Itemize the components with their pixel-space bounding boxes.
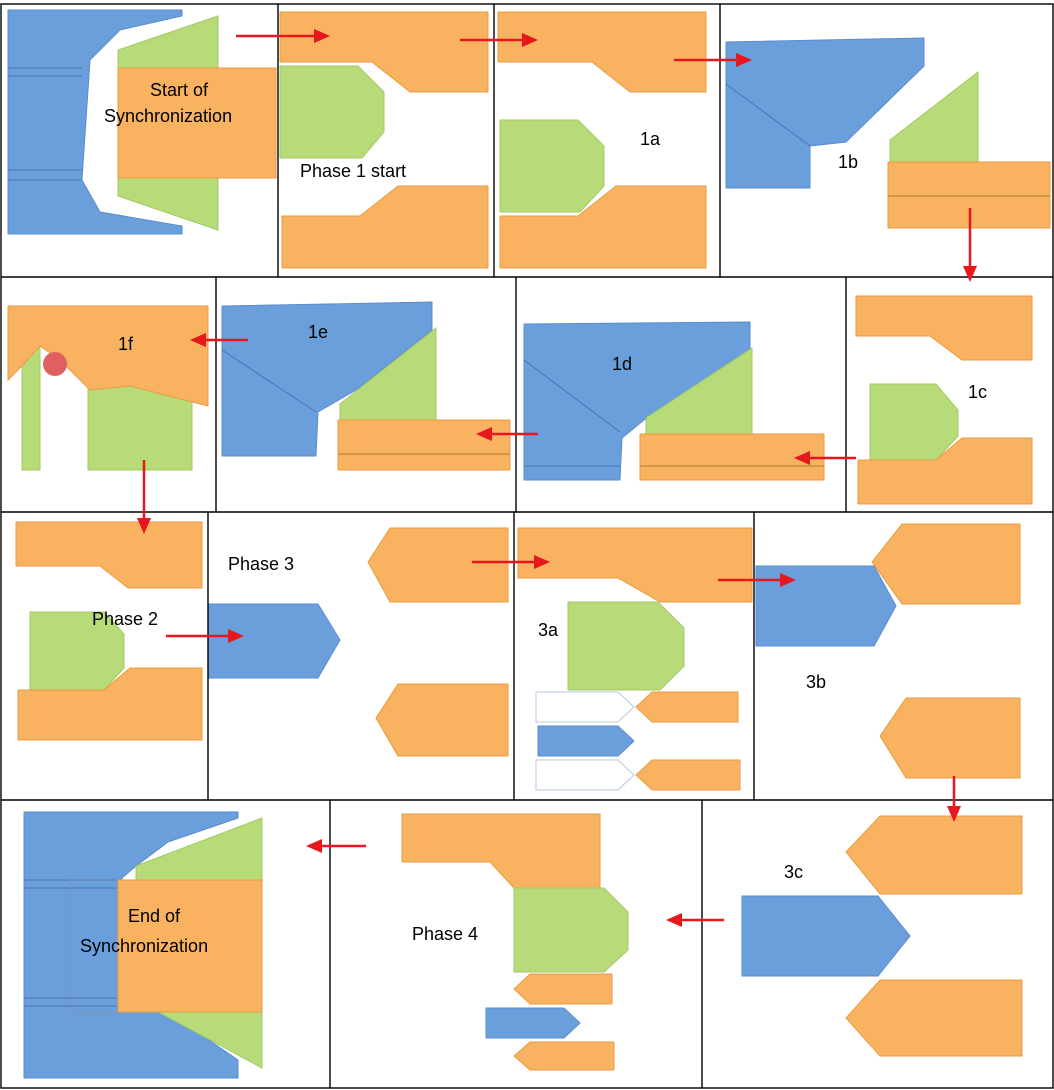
arrow-phase1-to-1a [460, 33, 538, 47]
panel-1c: 1c [855, 295, 1033, 505]
label-1a: 1a [640, 129, 661, 149]
panel-phase2: Phase 2 [15, 521, 203, 741]
arrow-start-to-phase1 [236, 29, 330, 43]
end-label-1: End of [128, 906, 181, 926]
label-1f: 1f [118, 334, 134, 354]
arrow-phase2-to-phase3 [166, 629, 244, 643]
arrow-phase4-to-end [306, 839, 366, 853]
label-3b: 3b [806, 672, 826, 692]
phase4-label: Phase 4 [412, 924, 478, 944]
phase2-label: Phase 2 [92, 609, 158, 629]
panel-3a: 3a [517, 527, 753, 791]
phase1-start-label: Phase 1 start [300, 161, 406, 181]
grid-frame [0, 3, 1054, 1089]
arrow-3a-to-3b [718, 573, 796, 587]
panel-phase4: Phase 4 [401, 813, 629, 1071]
arrow-3b-to-3c [947, 776, 961, 822]
arrow-phase3-to-3a [472, 555, 550, 569]
panel-phase3: Phase 3 [207, 527, 509, 757]
panel-1d: 1d [523, 321, 825, 481]
panel-3b: 3b [755, 523, 1021, 779]
arrow-3c-to-phase4 [666, 913, 724, 927]
panel-start: Start of Synchronization [7, 9, 277, 235]
arrow-1e-to-1f [190, 333, 248, 347]
start-label-2: Synchronization [104, 106, 232, 126]
label-3c: 3c [784, 862, 803, 882]
arrow-1b-to-1c [963, 208, 977, 282]
end-label-2: Synchronization [80, 936, 208, 956]
label-1d: 1d [612, 354, 632, 374]
flow-arrows [137, 29, 977, 927]
panel-phase1-start: Phase 1 start [279, 11, 489, 269]
arrow-1f-to-phase2 [137, 460, 151, 534]
panel-end: End of Synchronization [23, 811, 263, 1079]
start-label-1: Start of [150, 80, 209, 100]
panel-1f: 1f [7, 305, 209, 471]
label-1c: 1c [968, 382, 987, 402]
arrow-1a-to-1b [674, 53, 752, 67]
panel-1b: 1b [725, 37, 1051, 229]
label-1b: 1b [838, 152, 858, 172]
arrow-1d-to-1e [476, 427, 538, 441]
contact-marker [43, 352, 67, 376]
arrow-1c-to-1d [794, 451, 856, 465]
panel-3c: 3c [741, 815, 1023, 1057]
panel-1e: 1e [221, 301, 511, 471]
panel-1a: 1a [497, 11, 707, 269]
phase3-label: Phase 3 [228, 554, 294, 574]
label-3a: 3a [538, 620, 559, 640]
label-1e: 1e [308, 322, 328, 342]
